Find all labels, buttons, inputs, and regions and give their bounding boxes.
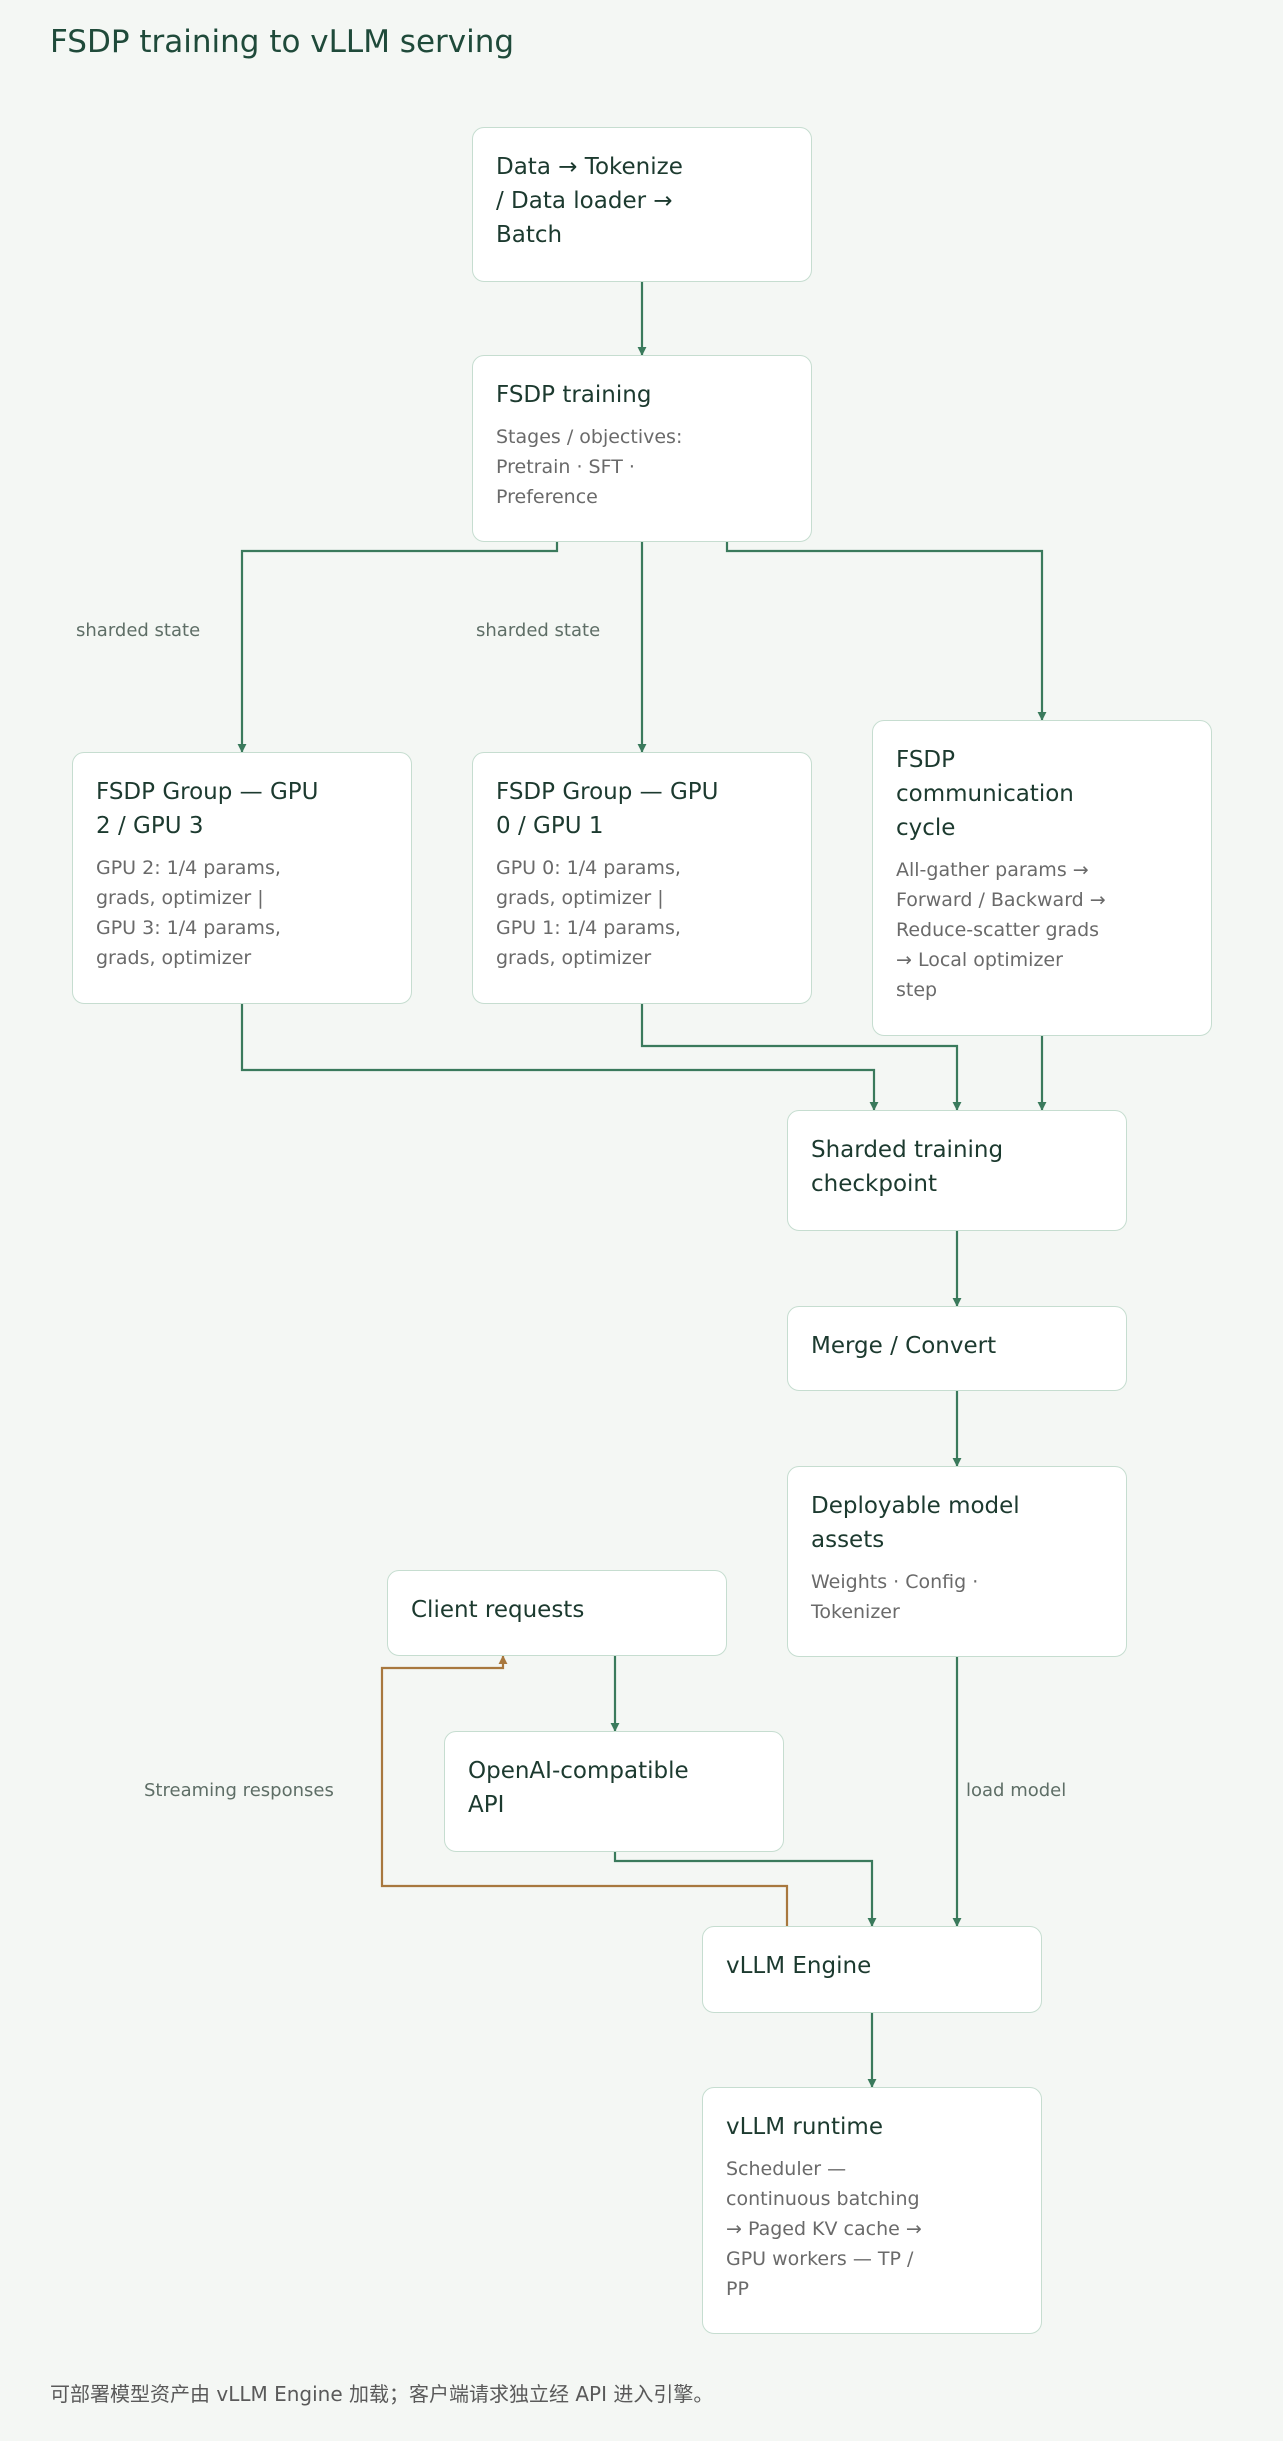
node-openai-api-title: OpenAI-compatible API <box>468 1758 689 1818</box>
node-fsdp-communication-cycle-body: All-gather params → Forward / Backward →… <box>896 859 1106 1001</box>
node-fsdp-group-gpu01-body: GPU 0: 1/4 params, grads, optimizer | GP… <box>496 857 681 969</box>
node-data-pipeline-title: Data → Tokenize / Data loader → Batch <box>496 154 683 248</box>
node-client-requests-title: Client requests <box>411 1597 585 1623</box>
node-openai-api: OpenAI-compatible API <box>444 1731 784 1852</box>
node-vllm-runtime: vLLM runtime Scheduler — continuous batc… <box>702 2087 1042 2334</box>
node-deployable-assets-title: Deployable model assets <box>811 1493 1020 1553</box>
node-merge-convert: Merge / Convert <box>787 1306 1127 1391</box>
diagram-title: FSDP training to vLLM serving <box>50 24 515 60</box>
edge-label-sharded-state-left: sharded state <box>74 618 203 643</box>
edge-group23-to-checkpoint <box>240 1004 879 1111</box>
node-fsdp-group-gpu01-title: FSDP Group — GPU 0 / GPU 1 <box>496 779 719 839</box>
node-fsdp-group-gpu23: FSDP Group — GPU 2 / GPU 3 GPU 2: 1/4 pa… <box>72 752 412 1004</box>
node-deployable-assets-body: Weights · Config · Tokenizer <box>811 1571 979 1623</box>
edge-label-sharded-state-center: sharded state <box>474 618 603 643</box>
edge-training-to-comm <box>725 542 1047 721</box>
edge-training-to-group23 <box>237 542 559 753</box>
node-sharded-checkpoint-title: Sharded training checkpoint <box>811 1137 1004 1197</box>
edge-group01-to-checkpoint <box>640 1004 962 1111</box>
node-fsdp-group-gpu23-body: GPU 2: 1/4 params, grads, optimizer | GP… <box>96 857 281 969</box>
node-fsdp-training-title: FSDP training <box>496 382 652 408</box>
node-fsdp-training-body: Stages / objectives: Pretrain · SFT · Pr… <box>496 426 683 508</box>
edge-streaming-responses <box>380 1655 789 1926</box>
node-sharded-checkpoint: Sharded training checkpoint <box>787 1110 1127 1231</box>
node-vllm-engine: vLLM Engine <box>702 1926 1042 2013</box>
node-client-requests: Client requests <box>387 1570 727 1656</box>
node-fsdp-communication-cycle-title: FSDP communication cycle <box>896 747 1074 841</box>
node-fsdp-group-gpu01: FSDP Group — GPU 0 / GPU 1 GPU 0: 1/4 pa… <box>472 752 812 1004</box>
node-vllm-engine-title: vLLM Engine <box>726 1953 872 1979</box>
node-fsdp-group-gpu23-title: FSDP Group — GPU 2 / GPU 3 <box>96 779 319 839</box>
node-vllm-runtime-title: vLLM runtime <box>726 2114 883 2140</box>
edge-api-to-engine <box>613 1852 877 1927</box>
edge-label-load-model: load model <box>964 1778 1069 1803</box>
footer-note: 可部署模型资产由 vLLM Engine 加载；客户端请求独立经 API 进入引… <box>50 2382 714 2406</box>
node-fsdp-training: FSDP training Stages / objectives: Pretr… <box>472 355 812 542</box>
node-merge-convert-title: Merge / Convert <box>811 1333 997 1359</box>
edge-label-streaming-responses: Streaming responses <box>142 1778 336 1803</box>
node-deployable-assets: Deployable model assets Weights · Config… <box>787 1466 1127 1657</box>
node-data-pipeline: Data → Tokenize / Data loader → Batch <box>472 127 812 282</box>
node-vllm-runtime-body: Scheduler — continuous batching → Paged … <box>726 2158 922 2300</box>
node-fsdp-communication-cycle: FSDP communication cycle All-gather para… <box>872 720 1212 1036</box>
